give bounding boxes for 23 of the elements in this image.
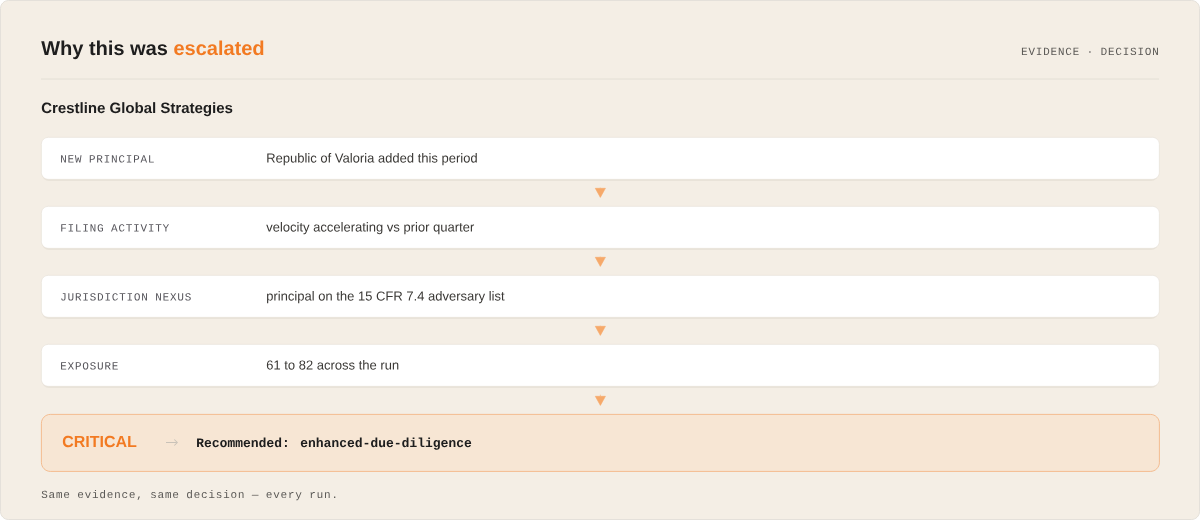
- arrow: [595, 394, 606, 406]
- field-value: Republic of Valoria added this period: [267, 153, 477, 166]
- heading: Why this was escalated: [41, 40, 264, 60]
- caption: Same evidence, same decision — every run.: [41, 490, 336, 501]
- field-label: FILING ACTIVITY: [61, 224, 169, 232]
- recommendation-text: Recommended: enhanced-due-diligence: [197, 437, 472, 450]
- evidence-card: [41, 344, 1160, 388]
- field-value: 61 to 82 across the run: [266, 360, 399, 370]
- arrow: [595, 256, 606, 267]
- evidence-card: [41, 275, 1160, 319]
- tagline: EVIDENCE · DECISION: [1021, 47, 1158, 56]
- field-label: JURISDICTION NEXUS: [61, 293, 191, 301]
- severity-label: CRITICAL: [62, 435, 137, 448]
- field-value: principal on the 15 CFR 7.4 adversary list: [267, 291, 505, 304]
- field-value: velocity accelerating vs prior quarter: [266, 222, 475, 235]
- arrow: [595, 325, 606, 336]
- evidence-card: [41, 137, 1160, 181]
- verdict-card: [41, 414, 1160, 472]
- arrow: [595, 187, 606, 198]
- evidence-card: [41, 206, 1160, 250]
- field-label: NEW PRINCIPAL: [61, 155, 154, 163]
- subject-heading: Crestline Global Strategies: [41, 102, 233, 117]
- field-label: EXPOSURE: [61, 362, 118, 370]
